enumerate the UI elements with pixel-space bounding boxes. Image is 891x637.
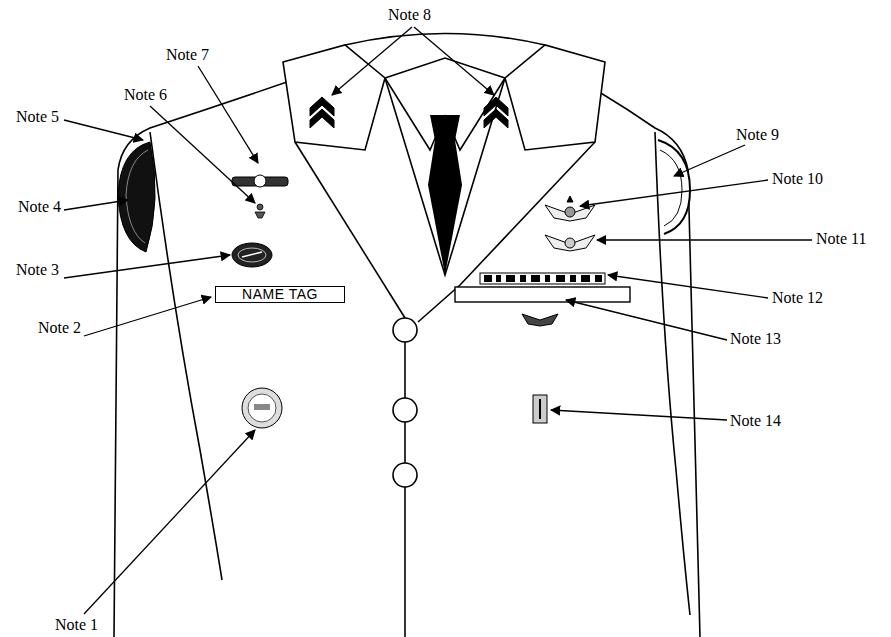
buttons [393, 318, 417, 487]
small-wings [522, 314, 558, 326]
round-badge-mark [254, 404, 270, 410]
callout-label: Note 2 [38, 320, 81, 336]
callout-label: Note 7 [166, 47, 209, 63]
tab-pin [533, 395, 547, 423]
insignia-pin [255, 204, 265, 218]
unit-bar-disc [254, 175, 266, 187]
callout-label: Note 4 [18, 199, 61, 215]
leader-lines [64, 27, 812, 614]
ribbon-bar [480, 273, 605, 284]
callout-label: Note 1 [55, 617, 98, 633]
patch-ring [126, 150, 148, 243]
name-tag: NAME TAG [215, 286, 345, 303]
left-collar [283, 45, 385, 150]
callout-label: Note 12 [772, 290, 823, 306]
tie [428, 140, 462, 275]
tab-pin-mark [539, 399, 541, 419]
callout-label: Note 6 [124, 87, 167, 103]
ribbon-stripes [484, 275, 602, 282]
shoulder-patch [118, 142, 155, 252]
tie-knot [430, 115, 460, 140]
collar-chevrons [310, 97, 508, 128]
patch-ring [660, 150, 682, 226]
honor-bar [455, 287, 630, 302]
callout-label: Note 11 [816, 231, 867, 247]
jacket-outline [114, 34, 700, 637]
callout-label: Note 13 [730, 331, 781, 347]
callout-label: Note 9 [736, 127, 779, 143]
right-collar [505, 45, 605, 150]
callout-label: Note 8 [388, 7, 431, 23]
oval-badge-mark [242, 252, 262, 257]
callout-label: Note 14 [730, 413, 781, 429]
callout-label: Note 10 [772, 171, 823, 187]
oval-badge [232, 243, 272, 267]
oval-badge-inner [238, 248, 266, 262]
shoulder-patch [658, 140, 690, 234]
round-badge [242, 388, 282, 428]
tag-text: NAME TAG [242, 287, 318, 301]
wings-badge [545, 196, 595, 251]
callout-label: Note 3 [16, 262, 59, 278]
round-badge-inner [248, 394, 276, 422]
callout-label: Note 5 [16, 109, 59, 125]
